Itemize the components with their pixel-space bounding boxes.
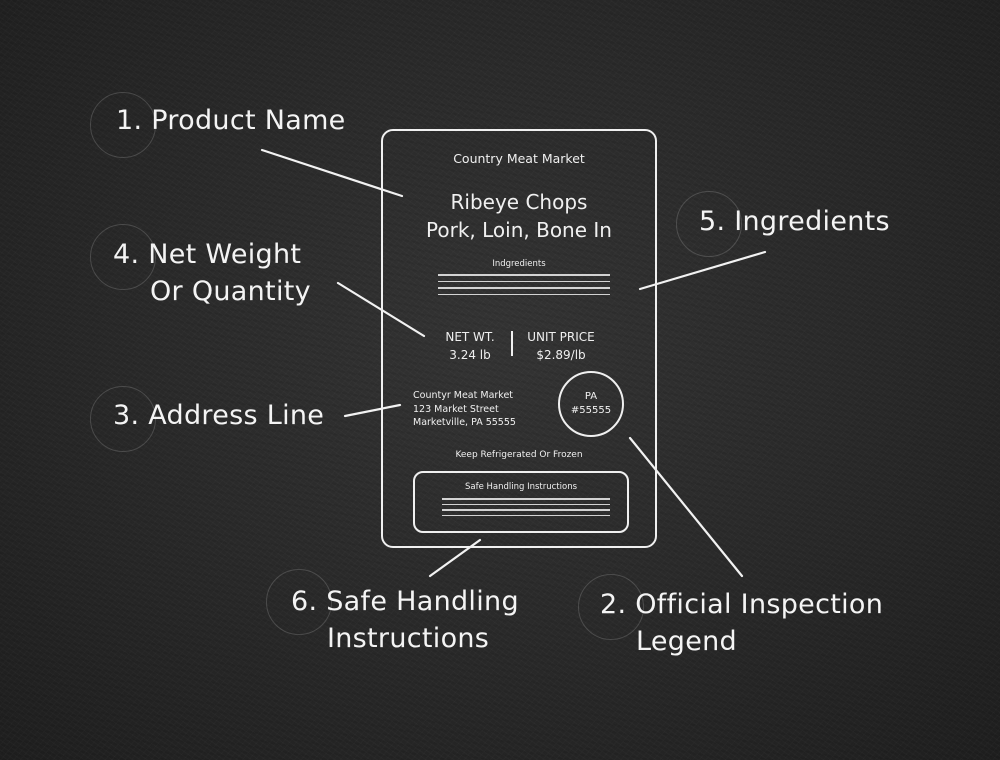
number-ring bbox=[90, 92, 156, 158]
address-line2: 123 Market Street bbox=[413, 403, 499, 415]
number-ring bbox=[266, 569, 332, 635]
weight-price-divider bbox=[511, 331, 513, 356]
callout-text-line2: Or Quantity bbox=[150, 276, 311, 307]
unit-price: UNIT PRICE $2.89/lb bbox=[519, 328, 603, 364]
product-name-line2: Pork, Loin, Bone In bbox=[426, 218, 612, 242]
inspection-seal: PA #55555 bbox=[558, 371, 624, 437]
safe-handling-title: Safe Handling Instructions bbox=[464, 482, 578, 492]
net-weight-value: 3.24 lb bbox=[449, 348, 491, 362]
callout-inspection-legend: 2. Official Inspection Legend bbox=[578, 574, 884, 660]
number-ring bbox=[90, 386, 156, 452]
number-ring bbox=[676, 191, 742, 257]
address-line3: Marketville, PA 55555 bbox=[413, 417, 516, 428]
callout-product-name: 1. Product Name bbox=[90, 92, 346, 158]
address-block: Countyr Meat Market 123 Market Street Ma… bbox=[413, 389, 516, 430]
unit-price-label: UNIT PRICE bbox=[527, 330, 595, 344]
net-weight-label: NET WT. bbox=[445, 330, 495, 344]
ingredients-lines bbox=[438, 274, 610, 300]
seal-state: PA bbox=[584, 391, 598, 402]
unit-price-value: $2.89/lb bbox=[536, 348, 586, 362]
ingredients-title: Indgredients bbox=[492, 259, 546, 269]
product-name: Ribeye Chops Pork, Loin, Bone In bbox=[383, 188, 655, 244]
pointer-address-line bbox=[343, 403, 402, 418]
callout-address-line: 3. Address Line bbox=[90, 386, 324, 452]
storage-note: Keep Refrigerated Or Frozen bbox=[455, 450, 583, 460]
callout-safe-handling: 6. Safe Handling Instructions bbox=[266, 569, 519, 657]
store-name: Country Meat Market bbox=[453, 151, 585, 166]
safe-handling-box: Safe Handling Instructions bbox=[413, 471, 629, 533]
number-ring bbox=[90, 224, 156, 290]
number-ring bbox=[578, 574, 644, 640]
meat-label-card: Country Meat Market Ribeye Chops Pork, L… bbox=[381, 129, 657, 548]
callout-ingredients: 5. Ingredients bbox=[676, 191, 890, 257]
pointer-inspection-legend bbox=[628, 436, 744, 578]
seal-number: #55555 bbox=[570, 405, 612, 416]
safe-handling-lines bbox=[442, 498, 610, 520]
net-weight: NET WT. 3.24 lb bbox=[435, 328, 505, 364]
pointer-ingredients bbox=[638, 250, 767, 291]
callout-net-weight: 4. Net Weight Or Quantity bbox=[90, 224, 311, 310]
callout-text: 2. Official Inspection bbox=[600, 589, 884, 620]
address-line1: Countyr Meat Market bbox=[413, 390, 514, 401]
pointer-product-name bbox=[260, 148, 404, 198]
product-name-line1: Ribeye Chops bbox=[450, 190, 588, 214]
callout-text-line2: Instructions bbox=[327, 623, 490, 654]
callout-text-line2: Legend bbox=[636, 626, 737, 657]
